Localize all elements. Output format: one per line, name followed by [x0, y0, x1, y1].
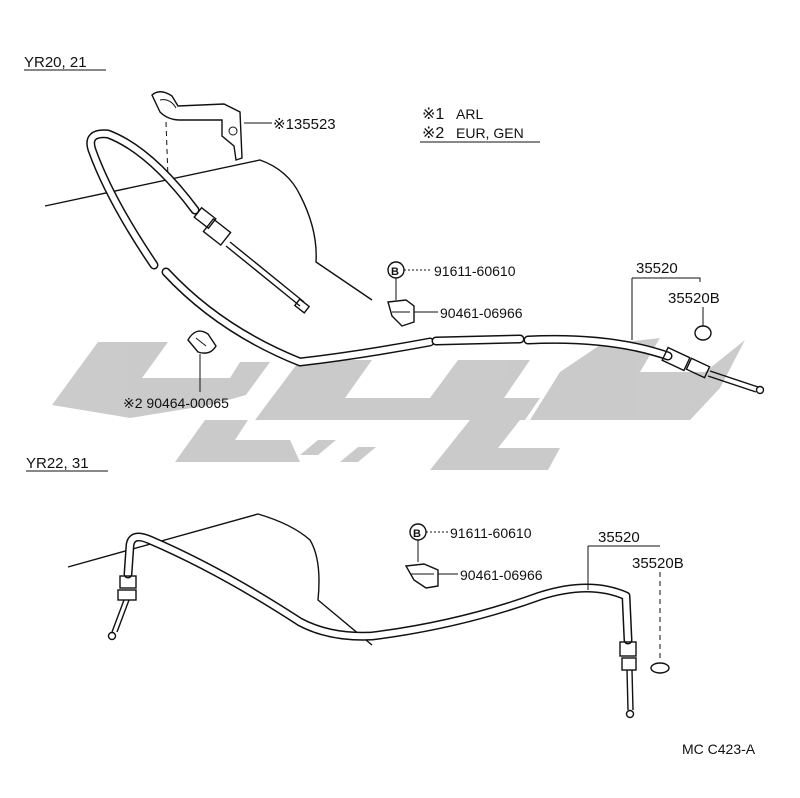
part-label-ring-top: 35520B	[668, 290, 720, 307]
leader-cable-top-bar	[632, 277, 701, 282]
o-ring-top	[694, 325, 712, 341]
part-label-bolt-top: 91611-60610	[434, 263, 516, 279]
part-label-clip: ※2 90464-00065	[123, 395, 229, 411]
part-label-bolt-bottom: 91611-60610	[450, 525, 532, 541]
part-label-cable-bottom: 35520	[598, 529, 640, 546]
diagram-code: MC C423-A	[682, 741, 756, 757]
floor-panel-outline	[44, 159, 373, 301]
floor-panel-outline-bottom	[67, 513, 373, 646]
legend-mark-1: ※1	[422, 106, 444, 123]
part-label-clamp-bottom: 90461-06966	[460, 567, 543, 583]
clamp-top	[387, 299, 415, 327]
cable-35520-bottom	[123, 532, 633, 645]
cable-end-left-bottom	[107, 575, 137, 641]
bolt-mark-top: B	[391, 266, 399, 278]
cable-end-right-bottom	[619, 641, 637, 719]
clip-part	[187, 330, 217, 392]
part-label-ring-bottom: 35520B	[632, 555, 684, 572]
part-label-clamp-top: 90461-06966	[440, 305, 523, 321]
watermark-logo	[52, 338, 745, 470]
cable-end-left-top	[193, 206, 311, 314]
legend-text-2: EUR, GEN	[456, 125, 524, 141]
section-label-yr20: YR20, 21	[24, 54, 87, 71]
cable-end-right-top	[661, 346, 765, 395]
section-label-yr22: YR22, 31	[26, 455, 89, 472]
legend-mark-2: ※2	[422, 125, 444, 142]
legend-text-1: ARL	[456, 106, 483, 122]
cable-35520-top	[86, 129, 673, 367]
legend: ※1 ARL ※2 EUR, GEN	[420, 106, 540, 143]
bracket-part	[151, 91, 243, 179]
part-label-cable-top: 35520	[636, 260, 678, 277]
bolt-mark-bottom: B	[413, 528, 421, 540]
bolt-bottom: B	[409, 523, 448, 562]
bolt-top: B	[387, 261, 432, 279]
clamp-bottom	[404, 563, 439, 589]
part-label-bracket: ※135523	[273, 116, 336, 133]
o-ring-bottom	[650, 662, 670, 674]
